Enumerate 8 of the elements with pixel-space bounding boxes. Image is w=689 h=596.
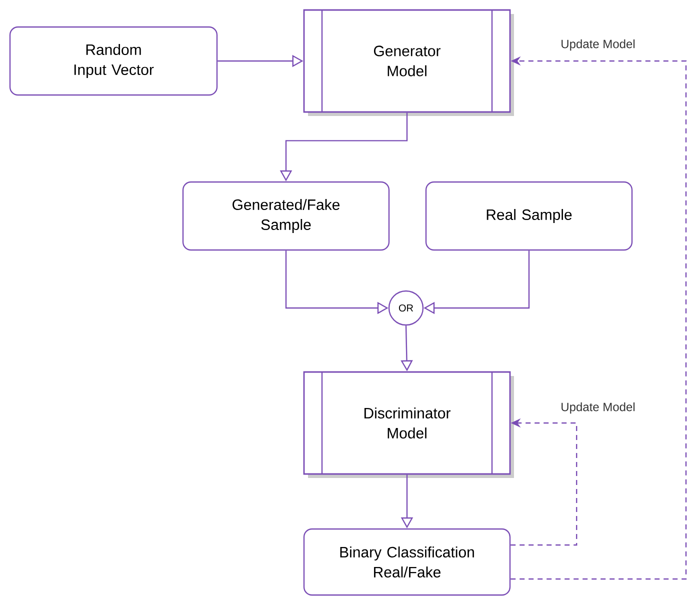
process-box: Generated/Fake Sample xyxy=(182,181,390,251)
model-box: Discriminator Model xyxy=(303,371,514,478)
process-box: Binary Classification Real/Fake xyxy=(303,528,511,596)
edge-label: Update Model xyxy=(560,401,636,415)
model-box: Generator Model xyxy=(303,9,514,116)
edge-label: Update Model xyxy=(560,38,636,52)
process-box: Real Sample xyxy=(425,181,633,251)
process-box: Random Input Vector xyxy=(9,26,218,96)
